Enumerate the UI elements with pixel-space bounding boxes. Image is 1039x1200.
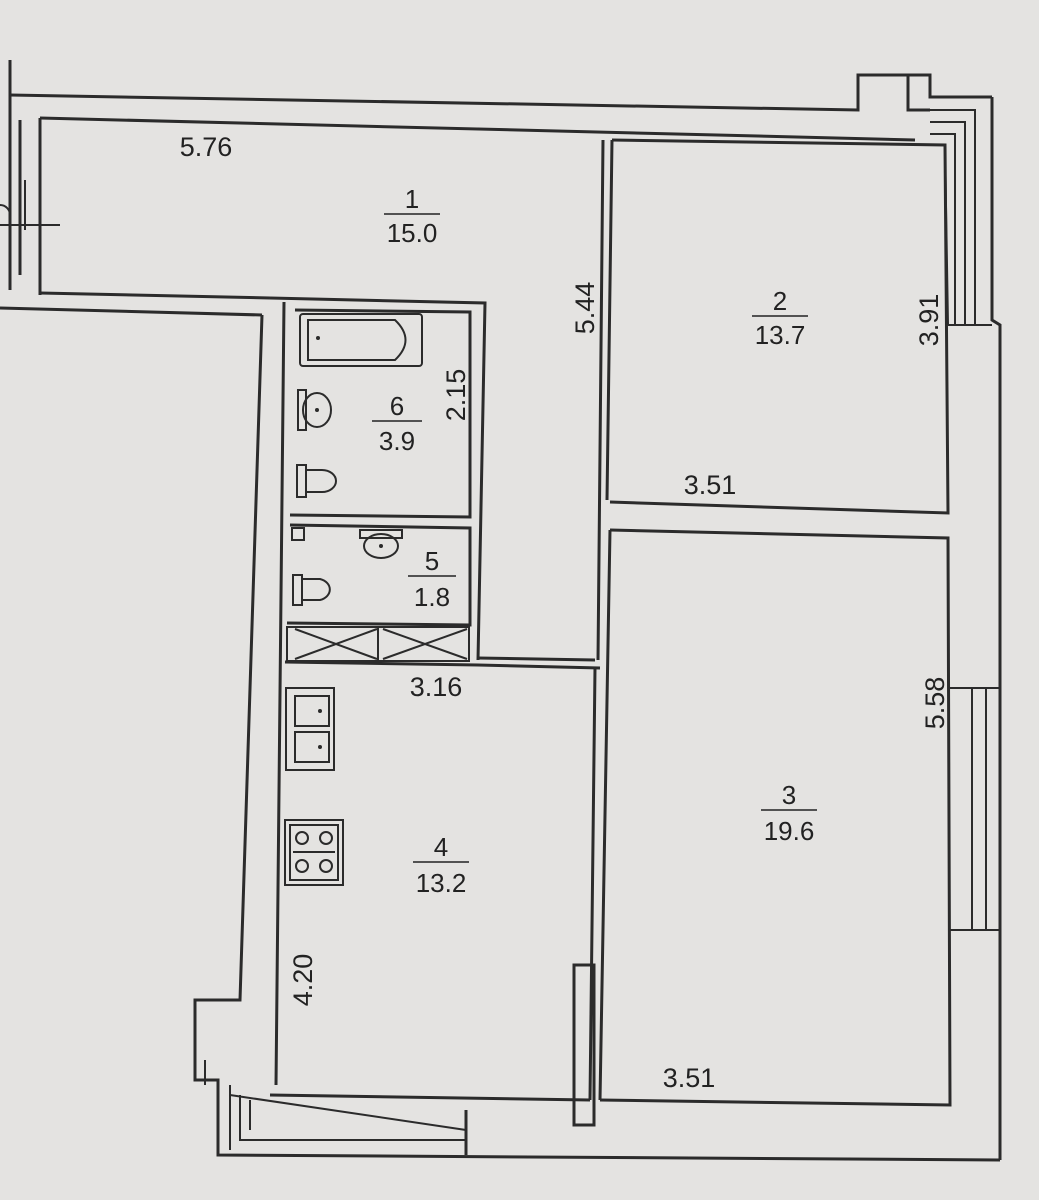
toilet-5-walls <box>286 523 472 627</box>
room-1-label: 1 15.0 <box>384 184 440 248</box>
kitchen-top-wall <box>284 656 601 670</box>
room-number: 3 <box>782 780 796 810</box>
room3-walls <box>599 528 952 1107</box>
right-exterior-wall <box>990 97 1002 1160</box>
stove-icon <box>284 819 344 886</box>
dim-room3-depth: 5.58 <box>920 677 950 730</box>
bathtub-icon <box>299 313 423 367</box>
room-number: 4 <box>434 832 448 862</box>
room-number: 6 <box>390 391 404 421</box>
fixtures <box>284 313 470 886</box>
room-number: 5 <box>425 546 439 576</box>
bathroom-toilet-icon <box>296 464 337 498</box>
bathroom-6-walls <box>289 308 472 519</box>
room-labels: 1 15.0 2 13.7 3 19.6 4 13.2 5 1.8 6 3.9 <box>372 184 817 898</box>
room-area: 19.6 <box>764 816 815 846</box>
dim-room6-depth: 2.15 <box>441 369 471 422</box>
left-exterior-wall <box>193 314 1001 1162</box>
dim-room3-width: 3.51 <box>663 1063 716 1093</box>
top-interior-wall-line <box>39 116 916 142</box>
room-area: 13.2 <box>416 868 467 898</box>
room-5-label: 5 1.8 <box>408 546 456 612</box>
toilet-icon <box>292 574 331 606</box>
toilet-room-sink-icon <box>291 527 403 559</box>
left-entry-wall <box>8 60 42 295</box>
room-2-label: 2 13.7 <box>752 286 808 350</box>
top-exterior-wall <box>9 73 992 112</box>
wardrobe-icon <box>286 626 470 662</box>
room3-window <box>950 687 1000 931</box>
kitchen-sink-icon <box>285 687 335 771</box>
dim-kitchen-depth: 4.20 <box>288 954 318 1007</box>
entry-door-mark <box>0 180 60 230</box>
room2-walls <box>609 138 950 515</box>
dim-room1-length: 5.76 <box>180 132 233 162</box>
walls <box>0 60 1002 1162</box>
room-area: 15.0 <box>387 218 438 248</box>
dimension-labels: 5.76 5.44 3.91 3.51 2.15 3.16 5.58 4.20 … <box>180 132 950 1093</box>
wet-block-wall <box>269 296 487 1086</box>
room-6-label: 6 3.9 <box>372 391 422 456</box>
top-right-notch <box>906 75 930 112</box>
room2-window <box>930 109 976 326</box>
room1-bottom-wall <box>0 291 271 317</box>
dim-kitchen-width: 3.16 <box>410 672 463 702</box>
room-number: 2 <box>773 286 787 316</box>
dim-room2-depth: 3.91 <box>914 294 944 347</box>
room-number: 1 <box>405 184 419 214</box>
dim-corridor-length: 5.44 <box>570 282 600 335</box>
room-3-label: 3 19.6 <box>761 780 817 846</box>
kitchen-window <box>229 1094 467 1141</box>
kitchen-room3-divider <box>572 667 597 1127</box>
room-area: 13.7 <box>755 320 806 350</box>
bathroom-sink-icon <box>297 389 332 431</box>
dim-room2-width: 3.51 <box>684 470 737 500</box>
entry-circle-mark <box>0 204 11 216</box>
room-4-label: 4 13.2 <box>413 832 469 898</box>
room-area: 1.8 <box>414 582 450 612</box>
kitchen-bottom-wall <box>269 1093 591 1155</box>
room-area: 3.9 <box>379 426 415 456</box>
central-wall <box>596 139 614 1101</box>
